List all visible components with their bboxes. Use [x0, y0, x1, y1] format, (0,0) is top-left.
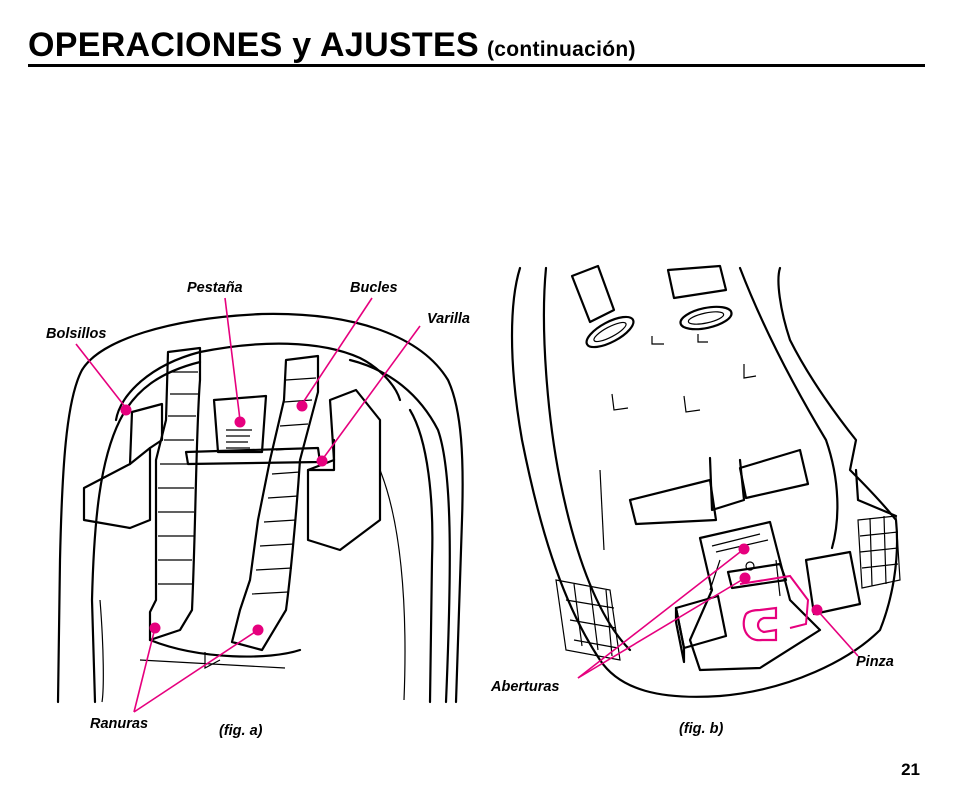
label-pestana: Pestaña: [187, 280, 243, 296]
label-bucles: Bucles: [350, 280, 398, 296]
figure-a-drawing: [56, 312, 464, 704]
page-title: OPERACIONES y AJUSTES (continuación): [28, 26, 636, 65]
figure-a-callouts: [75, 297, 421, 713]
callout-dot-bucles: [296, 400, 308, 412]
caption-fig-a: (fig. a): [219, 723, 263, 739]
label-ranuras: Ranuras: [90, 716, 149, 732]
callout-dot-ranuras-2: [252, 624, 264, 636]
label-aberturas: Aberturas: [491, 679, 560, 695]
callout-dot-pestana: [234, 416, 246, 428]
header-rule: [28, 64, 925, 67]
caption-fig-b: (fig. b): [679, 721, 724, 737]
label-pinza: Pinza: [856, 654, 894, 670]
callout-dot-pinza: [811, 604, 823, 616]
pinza-clip-shape: [742, 606, 778, 642]
callout-dot-varilla: [316, 455, 328, 467]
title-text: OPERACIONES y AJUSTES: [28, 26, 479, 64]
callout-dot-ranuras-1: [149, 622, 161, 634]
page-subtitle: (continuación): [486, 38, 636, 61]
page-header: OPERACIONES y AJUSTES (continuación): [28, 26, 924, 68]
page-number: 21: [901, 760, 920, 779]
figure-b-drawing: [510, 264, 901, 698]
figure-b-callouts: [577, 543, 859, 679]
callout-dot-aberturas-1: [738, 543, 750, 555]
label-varilla: Varilla: [427, 311, 470, 327]
label-bolsillos: Bolsillos: [46, 326, 107, 342]
callout-dot-aberturas-2: [739, 572, 751, 584]
callout-dot-bolsillos: [120, 404, 132, 416]
